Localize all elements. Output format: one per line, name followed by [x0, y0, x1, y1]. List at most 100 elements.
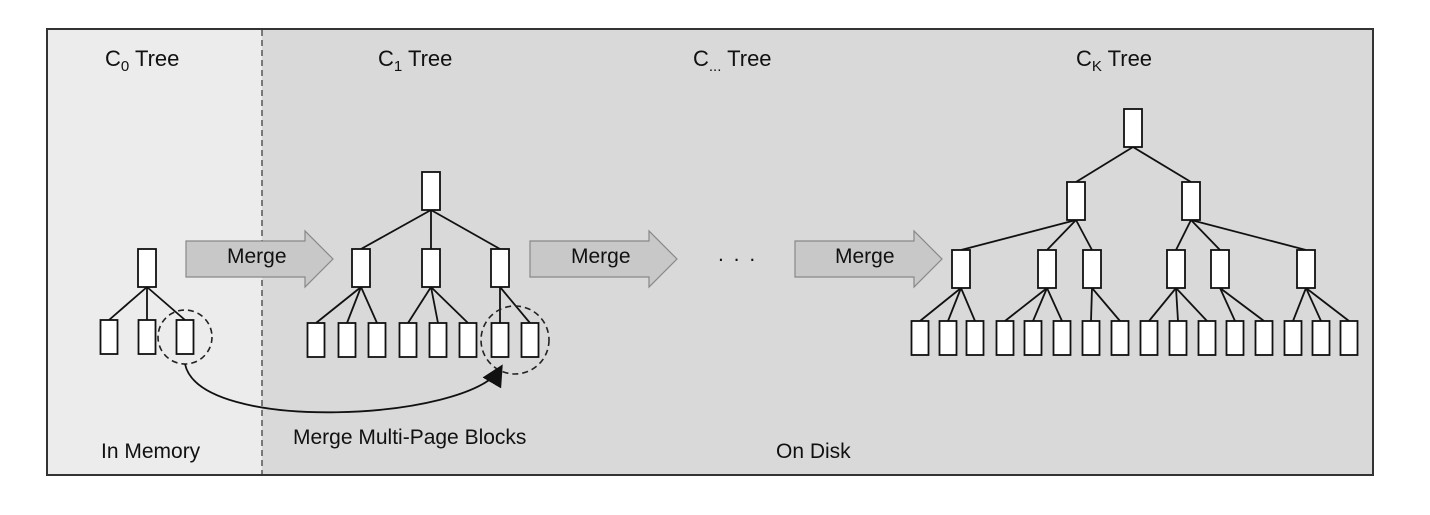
ck-tree-title: CK Tree [1076, 46, 1152, 75]
c1-internal-node [421, 248, 441, 288]
ck-leaf-block [1052, 320, 1072, 356]
ck-leaf-block [1110, 320, 1130, 356]
ck-internal-node [1296, 249, 1316, 289]
merge-arrow-3 [794, 229, 943, 289]
merge-label-3: Merge [835, 245, 895, 268]
ck-tree-link [1175, 219, 1192, 251]
c1-leaf-block [398, 322, 418, 358]
ck-leaf-block [995, 320, 1015, 356]
c1-tree-link [499, 286, 531, 324]
ck-leaf-block [1311, 320, 1331, 356]
ck-tree-link [1046, 287, 1063, 322]
ck-internal-node [1037, 249, 1057, 289]
c1-tree-link [360, 209, 432, 250]
multi-page-merge-arrow [184, 363, 503, 414]
c0-tree-link [146, 286, 186, 321]
cdots-tree-title: C... Tree [693, 46, 772, 75]
on-disk-label: On Disk [776, 440, 851, 463]
ellipsis: . . . [718, 243, 758, 266]
ck-tree-link [1292, 287, 1307, 322]
ck-tree-link [1075, 219, 1093, 251]
c1-leaf-block [428, 322, 448, 358]
ck-tree-link [1190, 219, 1221, 251]
c0-leaf-block [175, 319, 195, 355]
c0-tree-link [108, 286, 148, 321]
tree-nodes [99, 108, 1359, 358]
merge-arrow-2 [529, 229, 678, 289]
c0-root-node [137, 248, 157, 288]
ck-tree-link [1305, 287, 1350, 322]
c0-title-suffix: Tree [129, 46, 180, 71]
c1-tree-link [430, 286, 469, 324]
ck-leaf-block [1225, 320, 1245, 356]
ck-tree-link [1219, 287, 1236, 322]
c1-leaf-block [306, 322, 326, 358]
c1-leaf-block [337, 322, 357, 358]
ck-tree-link [1091, 287, 1121, 322]
ck-internal-node [1082, 249, 1102, 289]
c1-leaf-block [458, 322, 478, 358]
merge-label-1: Merge [227, 245, 287, 268]
c0-leaf-block [137, 319, 157, 355]
ck-tree-link [1132, 146, 1192, 183]
ck-internal-node [1181, 181, 1201, 221]
c1-internal-node [351, 248, 371, 288]
cdots-title-suffix: Tree [721, 46, 772, 71]
ck-leaf-block [1139, 320, 1159, 356]
ck-internal-node [1066, 181, 1086, 221]
c1-tree-link [430, 286, 439, 324]
ck-tree-link [1219, 287, 1265, 322]
c0-title-sub: 0 [120, 58, 130, 75]
ck-leaf-block [1283, 320, 1303, 356]
c1-root-node [421, 171, 441, 211]
cdots-title-letter: C [693, 46, 709, 71]
c0-tree-title: C0 Tree [105, 46, 179, 75]
c0-title-letter: C [105, 46, 121, 71]
ck-tree-link [1148, 287, 1177, 322]
c1-leaf-block [367, 322, 387, 358]
c1-title-suffix: Tree [402, 46, 453, 71]
ck-leaf-block [1254, 320, 1274, 356]
ck-leaf-block [1081, 320, 1101, 356]
ck-tree-link [1305, 287, 1322, 322]
multi-page-label: Merge Multi-Page Blocks [293, 426, 527, 449]
c0-leaf-block [99, 319, 119, 355]
ck-tree-link [1175, 287, 1179, 322]
c1-internal-node [490, 248, 510, 288]
ck-tree-link [1046, 219, 1077, 251]
merge-arrows [185, 229, 943, 289]
ck-tree-link [919, 287, 962, 322]
ck-tree-link [1004, 287, 1048, 322]
ck-leaf-block [910, 320, 930, 356]
c1-tree-link [407, 286, 432, 324]
ck-tree-link [1175, 287, 1208, 322]
ck-leaf-block [938, 320, 958, 356]
c1-tree-link [430, 209, 501, 250]
ck-tree-link [1190, 219, 1307, 251]
c1-tree-link [346, 286, 362, 324]
c1-target-blocks-circle [480, 305, 550, 375]
ck-leaf-block [1023, 320, 1043, 356]
merge-arrow-1 [185, 229, 334, 289]
ck-root-node [1123, 108, 1143, 148]
outer-frame [46, 28, 1374, 476]
ck-tree-link [960, 219, 1077, 251]
c1-leaf-block [490, 322, 510, 358]
ck-tree-link [960, 287, 976, 322]
ck-leaf-block [1168, 320, 1188, 356]
ck-tree-link [947, 287, 962, 322]
in-memory-label: In Memory [101, 440, 201, 463]
tree-links [108, 146, 1350, 324]
c1-tree-link [360, 286, 378, 324]
c1-tree-link [315, 286, 362, 324]
ck-internal-node [1166, 249, 1186, 289]
ck-leaf-block [1339, 320, 1359, 356]
c1-title-letter: C [378, 46, 394, 71]
ck-tree-link [1032, 287, 1048, 322]
ck-internal-node [951, 249, 971, 289]
ck-leaf-block [1197, 320, 1217, 356]
c1-title-sub: 1 [393, 58, 403, 75]
ck-internal-node [1210, 249, 1230, 289]
